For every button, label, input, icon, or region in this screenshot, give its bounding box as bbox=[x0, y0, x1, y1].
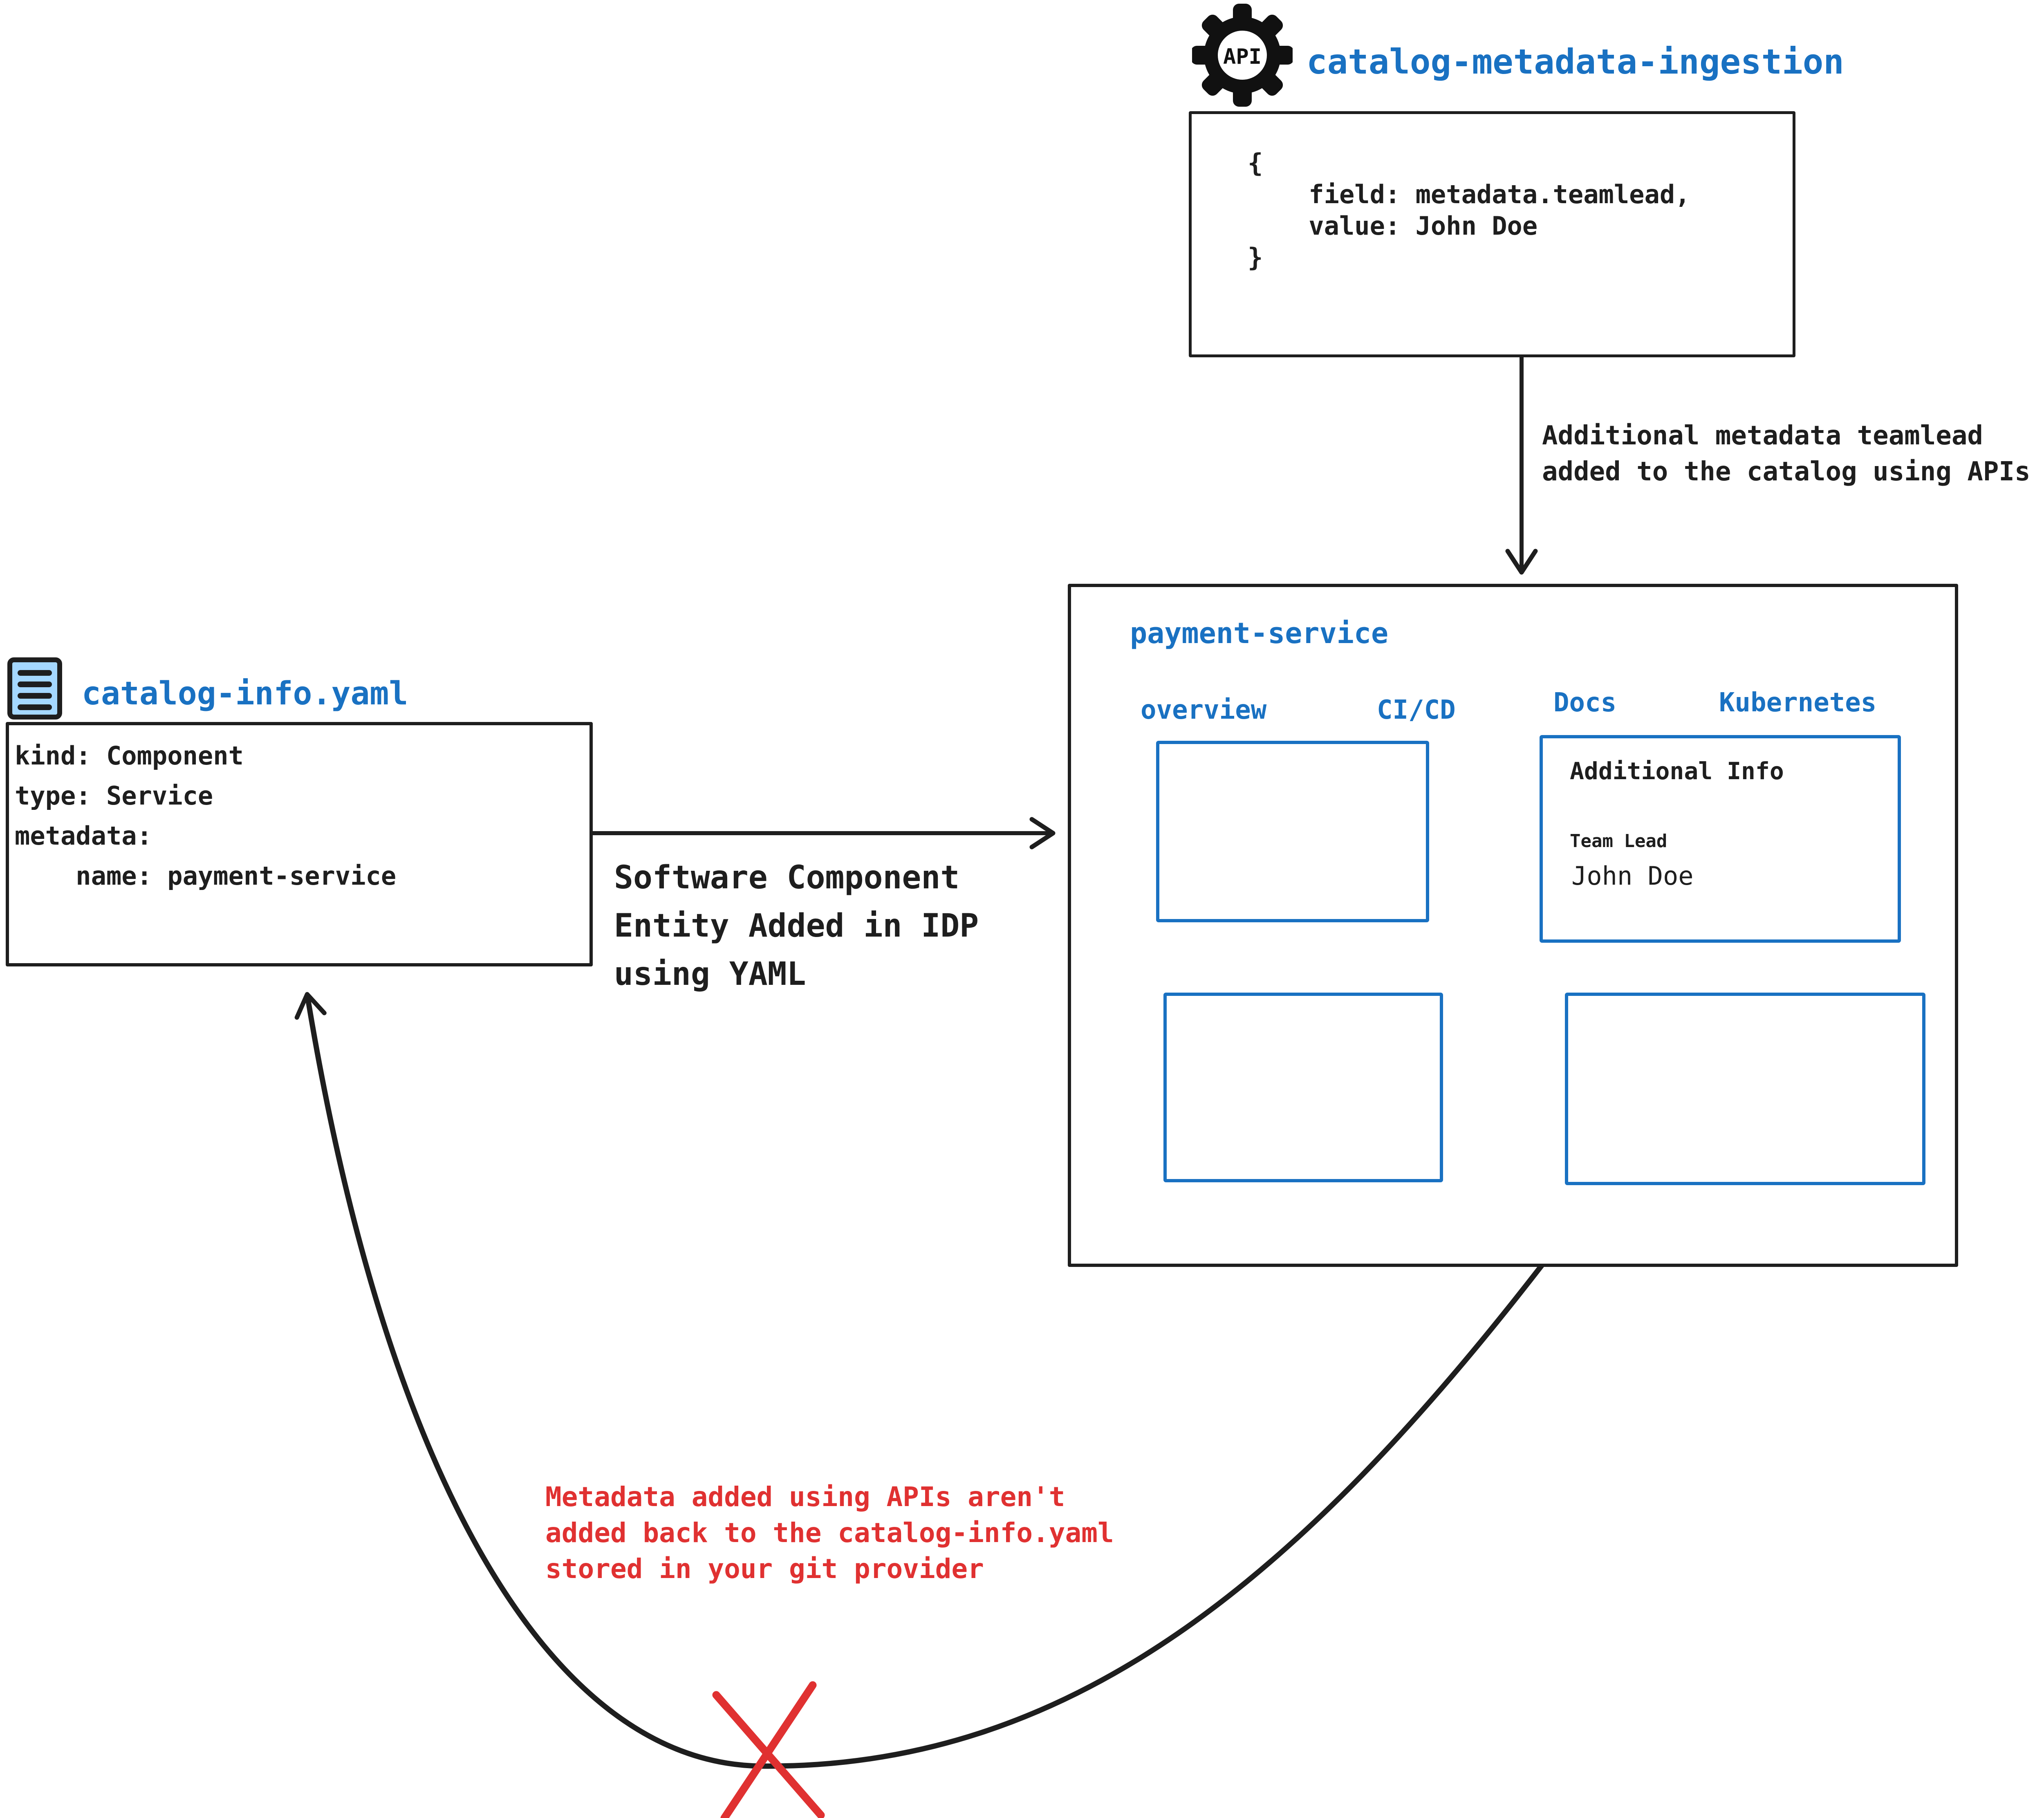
feedback-note-line2: added back to the catalog-info.yaml bbox=[545, 1517, 1114, 1549]
team-lead-label: Team Lead bbox=[1570, 831, 1667, 852]
yaml-arrow-label-line2: Entity Added in IDP bbox=[614, 908, 979, 944]
tab-cicd[interactable]: CI/CD bbox=[1377, 695, 1456, 725]
feedback-note: Metadata added using APIs aren't added b… bbox=[545, 1479, 1114, 1587]
api-gear-icon: API bbox=[1192, 4, 1293, 107]
code-line: } bbox=[1248, 242, 1263, 272]
team-lead-value: John Doe bbox=[1571, 861, 1694, 891]
idp-bottom-left-panel bbox=[1163, 993, 1443, 1182]
catalog-file-title: catalog-info.yaml bbox=[82, 675, 408, 712]
ingest-arrow-label-line2: added to the catalog using APIs bbox=[1542, 457, 2031, 487]
yaml-line: metadata: bbox=[15, 821, 152, 851]
yaml-line: type: Service bbox=[15, 781, 213, 811]
yaml-arrow-label-line1: Software Component bbox=[614, 859, 960, 896]
yaml-line: kind: Component bbox=[15, 741, 244, 771]
code-line: value: John Doe bbox=[1248, 211, 1538, 241]
api-service-title: catalog-metadata-ingestion bbox=[1307, 42, 1844, 82]
yaml-file-icon bbox=[7, 657, 62, 720]
feedback-note-line1: Metadata added using APIs aren't bbox=[545, 1481, 1065, 1513]
ingest-arrow-label-line1: Additional metadata teamlead bbox=[1542, 421, 1983, 451]
ingest-arrow-label: Additional metadata teamlead added to th… bbox=[1542, 418, 2030, 490]
idp-title: payment-service bbox=[1130, 616, 1389, 650]
overview-panel bbox=[1156, 741, 1429, 922]
yaml-code: kind: Component type: Service metadata: … bbox=[15, 736, 396, 896]
api-payload-box bbox=[1189, 111, 1795, 357]
tab-kubernetes[interactable]: Kubernetes bbox=[1719, 688, 1877, 718]
docs-panel-heading: Additional Info bbox=[1570, 757, 1784, 785]
yaml-arrow-label: Software Component Entity Added in IDP u… bbox=[614, 854, 979, 998]
code-line: field: metadata.teamlead, bbox=[1248, 179, 1690, 209]
tab-overview[interactable]: overview bbox=[1141, 695, 1267, 725]
yaml-line: name: payment-service bbox=[15, 861, 397, 891]
docs-panel bbox=[1540, 735, 1901, 943]
yaml-box bbox=[6, 722, 593, 966]
feedback-note-line3: stored in your git provider bbox=[545, 1553, 984, 1585]
idp-bottom-right-panel bbox=[1565, 993, 1925, 1185]
tab-docs[interactable]: Docs bbox=[1553, 688, 1617, 718]
api-payload-code: { field: metadata.teamlead, value: John … bbox=[1248, 147, 1690, 273]
yaml-arrow-label-line3: using YAML bbox=[614, 956, 806, 993]
code-line: { bbox=[1248, 148, 1263, 178]
svg-text:API: API bbox=[1223, 45, 1262, 69]
reject-x-icon bbox=[712, 1681, 825, 1818]
